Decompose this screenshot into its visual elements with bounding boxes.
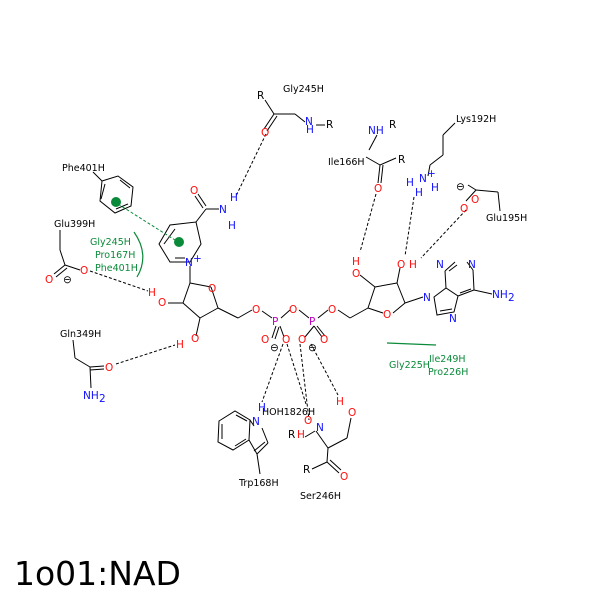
hydrophobic-label-pro167: Pro167H xyxy=(95,250,135,261)
atom-n: N xyxy=(316,422,324,434)
hydrophobic-label-gly245: Gly245H xyxy=(90,237,131,248)
atom-nh2: NH xyxy=(83,390,99,402)
atom-nh2: NH xyxy=(492,289,508,301)
atom-charge-minus: ⊖ xyxy=(63,274,72,286)
residue-label-gln349: Gln349H xyxy=(60,329,101,340)
atom-h: H xyxy=(297,429,305,441)
hydrophobic-label-phe401: Phe401H xyxy=(95,263,138,274)
atom-o: O xyxy=(158,297,166,309)
atom-n: N xyxy=(423,292,431,304)
atom-o: O xyxy=(105,362,113,374)
atom-o: O xyxy=(191,333,199,345)
atom-p: P xyxy=(309,316,315,328)
residue-label-lys192: Lys192H xyxy=(456,114,496,125)
atom-r: R xyxy=(389,119,396,131)
atom-labels: R O N H R NH R R O H N + H H ⊖ O O O N H… xyxy=(45,90,515,483)
atom-h: H xyxy=(352,256,360,268)
residue-label-glu195: Glu195H xyxy=(486,213,527,224)
atom-n: N xyxy=(185,257,193,269)
diagram-title: 1o01:NAD xyxy=(14,554,181,593)
atom-h: H xyxy=(176,339,184,351)
bond-lines xyxy=(53,99,501,475)
atom-subscript: 2 xyxy=(99,393,106,405)
atom-o: O xyxy=(348,407,356,419)
atom-n: N xyxy=(419,173,427,185)
atom-subscript: 2 xyxy=(508,292,515,304)
residue-label-hoh: HOH1826H xyxy=(262,407,315,418)
residue-label-glu399: Glu399H xyxy=(54,219,95,230)
atom-h: H xyxy=(336,396,344,408)
atom-o: O xyxy=(304,415,312,427)
atom-charge-minus: ⊖ xyxy=(270,342,279,354)
hydrophobic-label-ile249: Ile249H xyxy=(429,354,466,365)
atom-o: O xyxy=(80,265,88,277)
atom-n: N xyxy=(449,313,457,325)
atom-o: O xyxy=(460,203,468,215)
atom-o: O xyxy=(352,268,360,280)
atom-o: O xyxy=(374,183,382,195)
atom-o: O xyxy=(261,127,269,139)
hydrophobic-arc-left xyxy=(133,231,144,278)
atom-o: O xyxy=(471,194,479,206)
atom-o: O xyxy=(190,185,198,197)
atom-n: N xyxy=(468,259,476,271)
residue-label-phe401: Phe401H xyxy=(62,163,105,174)
atom-o: O xyxy=(298,334,306,346)
residue-label-ile166: Ile166H xyxy=(328,157,365,168)
atom-charge-minus: ⊖ xyxy=(456,181,465,193)
hydrophobic-arc-right xyxy=(386,342,437,346)
atom-o: O xyxy=(340,471,348,483)
atom-n: N xyxy=(252,416,260,428)
atom-o: O xyxy=(289,304,297,316)
atom-o: O xyxy=(261,334,269,346)
atom-nh: NH xyxy=(368,125,384,137)
pi-stacking-dot-phe xyxy=(111,197,121,207)
atom-o: O xyxy=(252,304,260,316)
atom-h: H xyxy=(230,192,238,204)
atom-h: H xyxy=(415,187,423,199)
residue-label-trp168: Trp168H xyxy=(238,478,279,489)
hydrophobic-label-pro226: Pro226H xyxy=(428,367,468,378)
atom-o: O xyxy=(282,334,290,346)
atom-r: R xyxy=(257,90,264,102)
atom-r: R xyxy=(326,119,333,131)
atom-charge-minus: ⊖ xyxy=(308,342,317,354)
atom-r: R xyxy=(303,464,310,476)
atom-o: O xyxy=(320,334,328,346)
atom-o: O xyxy=(328,304,336,316)
atom-n: N xyxy=(436,259,444,271)
atom-h: H xyxy=(258,402,266,414)
hydrogen-bonds xyxy=(89,133,467,421)
atom-h: H xyxy=(406,177,414,189)
atom-h: H xyxy=(228,220,236,232)
atom-o: O xyxy=(397,259,405,271)
atom-n: N xyxy=(305,116,313,128)
atom-charge-plus: + xyxy=(427,168,436,180)
hydrophobic-contacts xyxy=(111,197,437,346)
residue-labels: Gly245H Lys192H Ile166H Phe401H Glu399H … xyxy=(54,84,527,502)
atom-o: O xyxy=(383,309,391,321)
residue-label-ser246: Ser246H xyxy=(300,491,341,502)
pi-stacking-dot-nicotinamide xyxy=(174,237,184,247)
atom-h: H xyxy=(306,124,314,136)
atom-charge-plus: + xyxy=(193,253,202,265)
atom-n: N xyxy=(219,204,227,216)
residue-label-gly245: Gly245H xyxy=(283,84,324,95)
atom-o: O xyxy=(208,283,216,295)
atom-h: H xyxy=(148,287,156,299)
atom-o: O xyxy=(45,274,53,286)
atom-p: P xyxy=(272,316,278,328)
atom-r: R xyxy=(398,154,405,166)
atom-h: H xyxy=(431,182,439,194)
hydrophobic-label-gly225: Gly225H xyxy=(389,360,430,371)
atom-h: H xyxy=(409,259,417,271)
atom-r: R xyxy=(288,429,295,441)
